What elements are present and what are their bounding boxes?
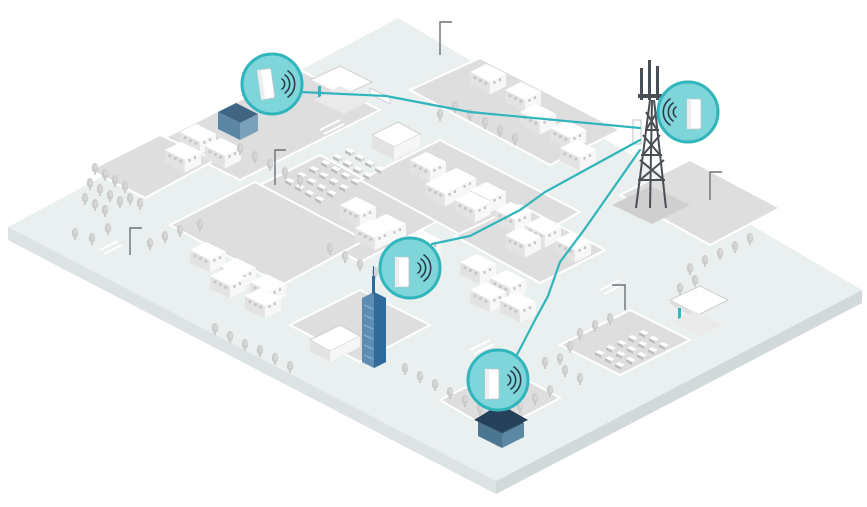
gas-station-right-icon bbox=[668, 285, 730, 336]
access-point-callout-bottom bbox=[466, 348, 530, 412]
crosswalks bbox=[99, 119, 625, 355]
access-point-callout-tower bbox=[656, 80, 720, 144]
access-point-callout-center bbox=[378, 236, 442, 300]
office-building bbox=[218, 103, 258, 140]
house-icon bbox=[474, 404, 528, 448]
municipal-building bbox=[308, 324, 362, 362]
access-point-callout-top-left bbox=[240, 52, 304, 116]
street-lamps bbox=[129, 21, 722, 310]
skyscraper-icon bbox=[362, 266, 386, 368]
cell-tower-icon bbox=[612, 60, 690, 224]
warehouse-building bbox=[370, 121, 422, 160]
